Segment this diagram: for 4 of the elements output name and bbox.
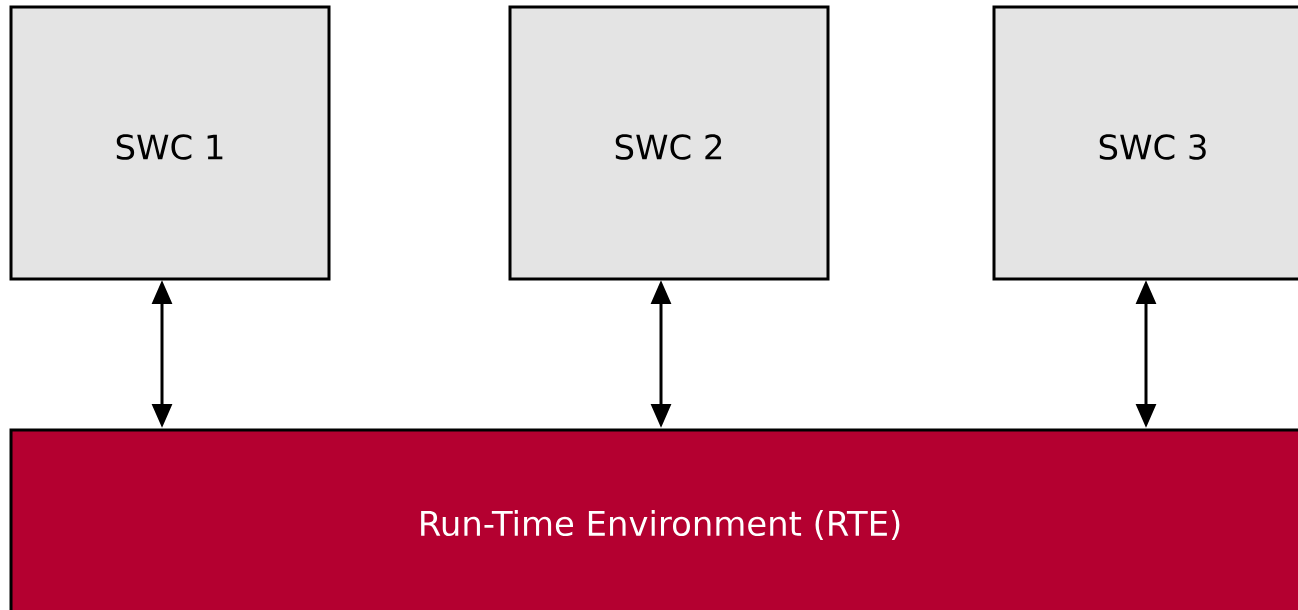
environment-bar: Run-Time Environment (RTE) [9, 428, 1298, 610]
component-box: SWC 2 [508, 5, 830, 281]
component-box: SWC 1 [9, 5, 331, 281]
component-box: SWC 3 [992, 5, 1298, 281]
